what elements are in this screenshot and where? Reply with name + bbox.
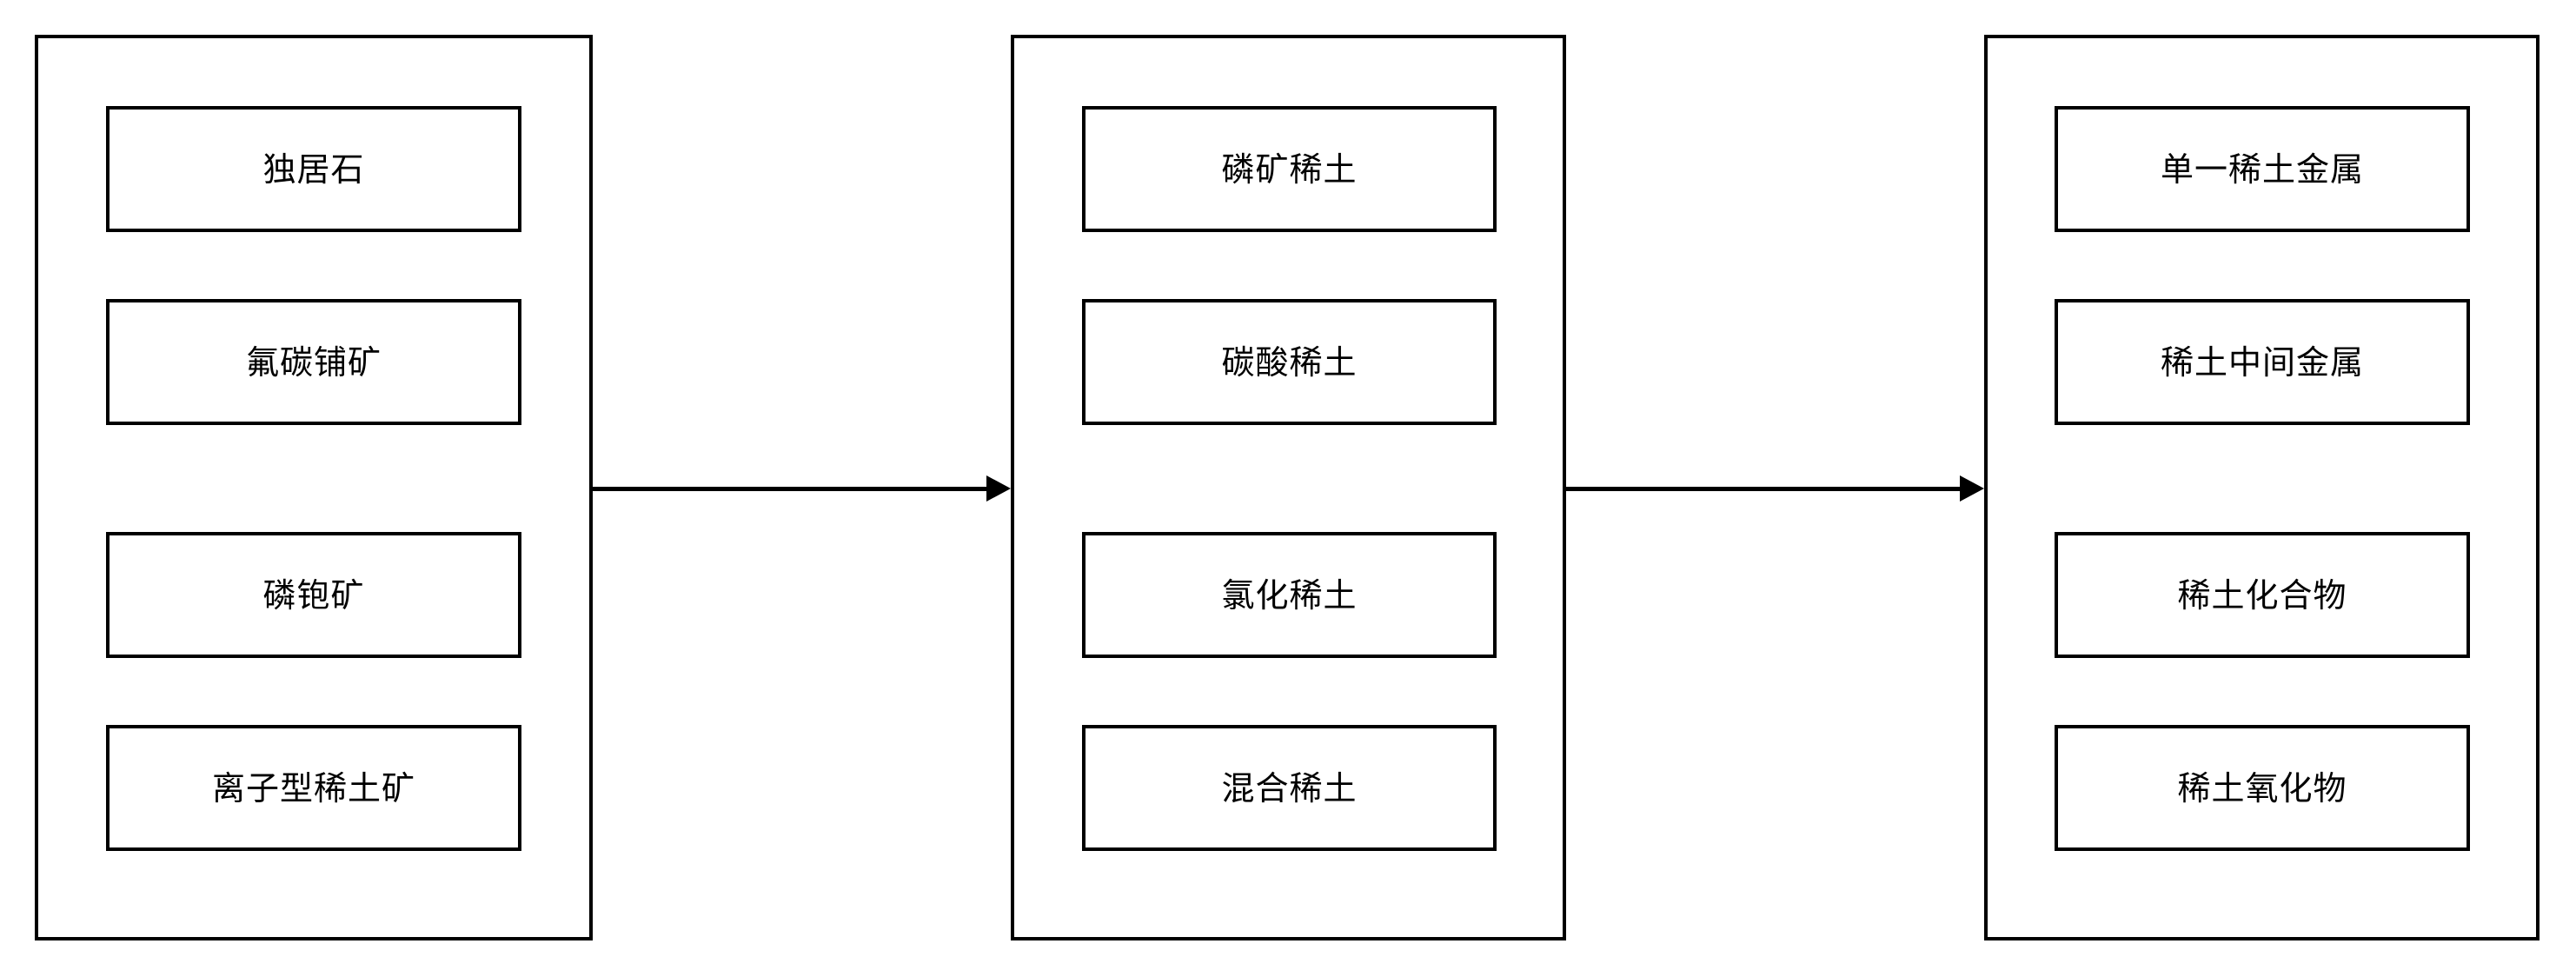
node-box[interactable]: 稀土化合物 [2055,532,2470,658]
node-box[interactable]: 磷矿稀土 [1082,106,1497,232]
arrow-shaft [1566,487,1968,491]
node-label: 单一稀土金属 [2160,150,2364,189]
node-label: 离子型稀土矿 [211,768,415,808]
node-label: 磷矿稀土 [1221,150,1358,189]
node-box[interactable]: 单一稀土金属 [2055,106,2470,232]
node-box[interactable]: 稀土氧化物 [2055,725,2470,851]
node-label: 碳酸稀土 [1221,342,1358,382]
stage-group-products: 单一稀土金属 稀土中间金属 稀土化合物 稀土氧化物 [1984,35,2539,940]
arrow-connector-raw-to-intermediates [593,471,1011,506]
node-label: 稀土中间金属 [2160,342,2364,382]
node-box[interactable]: 氟碳铺矿 [106,299,521,425]
node-label: 磷铇矿 [262,575,365,615]
node-label: 氯化稀土 [1221,575,1358,615]
node-box[interactable]: 混合稀土 [1082,725,1497,851]
node-label: 独居石 [262,150,365,189]
arrow-head-icon [1960,475,1984,502]
node-label: 混合稀土 [1221,768,1358,808]
node-box[interactable]: 碳酸稀土 [1082,299,1497,425]
arrow-head-icon [986,475,1011,502]
node-label: 稀土氧化物 [2177,768,2347,808]
node-box[interactable]: 磷铇矿 [106,532,521,658]
node-label: 氟碳铺矿 [245,342,382,382]
node-box[interactable]: 稀土中间金属 [2055,299,2470,425]
node-label: 稀土化合物 [2177,575,2347,615]
node-box[interactable]: 氯化稀土 [1082,532,1497,658]
stage-group-intermediates: 磷矿稀土 碳酸稀土 氯化稀土 混合稀土 [1011,35,1566,940]
node-box[interactable]: 离子型稀土矿 [106,725,521,851]
arrow-connector-intermediates-to-products [1566,471,1984,506]
arrow-shaft [593,487,994,491]
stage-group-raw-minerals: 独居石 氟碳铺矿 磷铇矿 离子型稀土矿 [35,35,593,940]
node-box[interactable]: 独居石 [106,106,521,232]
